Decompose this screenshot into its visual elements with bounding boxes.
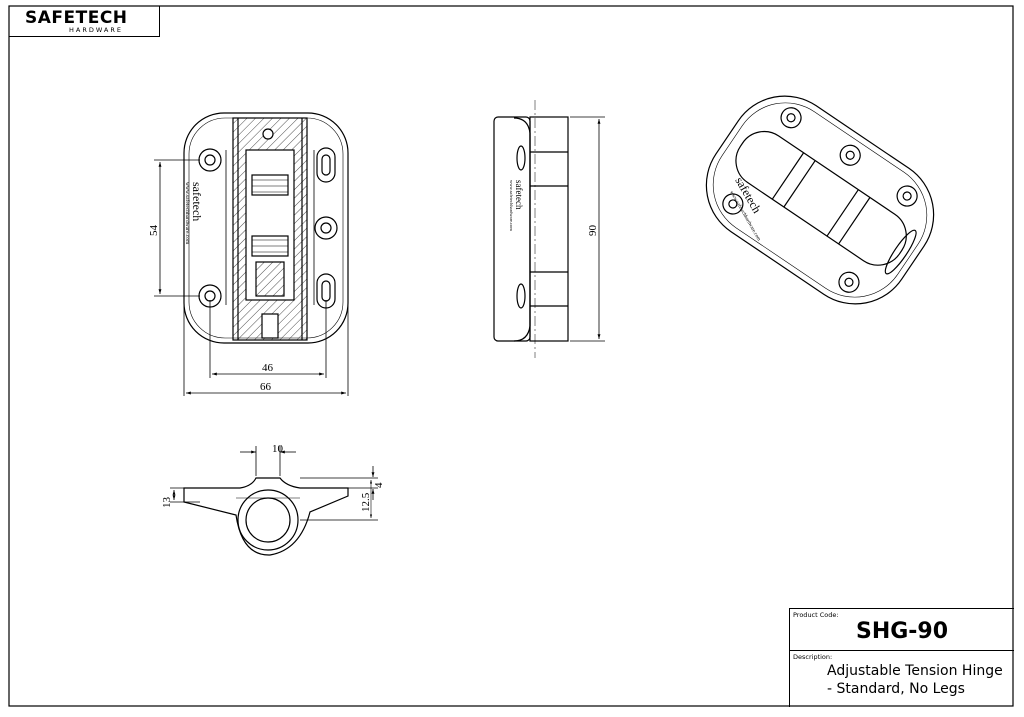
product-code-label: Product Code: [793,611,839,619]
dim-90 [570,116,605,342]
logo-box: SAFETECH HARDWARE [9,6,160,37]
description-line-2: - Standard, No Legs [827,681,965,697]
end-view [183,477,349,556]
plate-outline [183,112,349,344]
dim-13-label: 13 [161,497,173,509]
dim-90-label: 90 [587,225,599,237]
side-engraved-url: www.safetechhardware.com [509,180,514,231]
end-view-dims [170,446,378,521]
side-engraved-brand: safetech [514,180,524,210]
dim-66-label: 66 [260,381,272,393]
description-label: Description: [793,653,833,661]
engraved-url: www.safetechhardware.com [184,182,191,245]
dim-54-label: 54 [148,225,160,237]
title-block: Product Code: SHG-90 Description: Adjust… [789,608,1014,707]
engraved-brand: safetech [190,182,204,221]
isometric-view [705,95,935,305]
brand-logo: SAFETECH [25,8,128,28]
sheet-border [8,5,1014,707]
dim-4-label: 4 [373,482,385,488]
brand-logo-subtitle: HARDWARE [69,26,123,34]
description-line-1: Adjustable Tension Hinge [827,663,1003,679]
dim-46-66 [183,290,349,396]
product-code: SHG-90 [855,619,949,644]
dim-12-5-label: 12.5 [360,492,372,512]
dim-54 [154,159,200,297]
side-view [493,100,569,358]
dim-46-label: 46 [262,362,274,374]
front-section-view [183,112,349,344]
dim-10-label: 10 [272,443,284,455]
product-code-cell: Product Code: SHG-90 [790,609,1014,651]
